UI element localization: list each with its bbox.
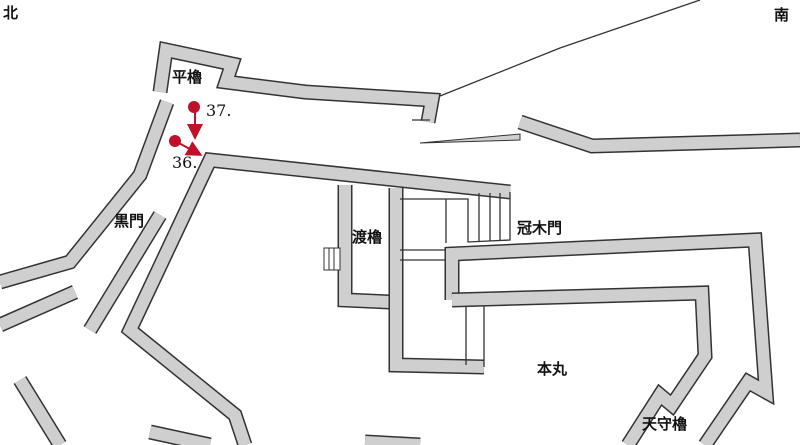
marker-36[interactable] (169, 135, 203, 156)
marker-36-label: 36. (172, 153, 198, 172)
kuro-mon-label: 黒門 (114, 212, 145, 230)
north-label: 北 (3, 4, 19, 22)
wall-hira-yagura (152, 40, 441, 124)
marker-37[interactable] (187, 101, 203, 140)
kabuki-mon-label: 冠木門 (517, 219, 563, 237)
road-edge (439, 0, 701, 97)
watari-yagura-label: 渡櫓 (352, 228, 383, 246)
marker-37-label: 37. (206, 101, 232, 120)
wall-honmaru-inner (444, 232, 775, 445)
watari-yagura-building (323, 185, 511, 375)
tenshu-yagura-label: 天守櫓 (642, 415, 688, 433)
marker-36-dot (169, 135, 181, 147)
hira-yagura-label: 平櫓 (172, 68, 203, 86)
south-label: 南 (774, 6, 790, 24)
honmaru-label: 本丸 (537, 360, 568, 378)
wall-kuro-mon-outer (0, 99, 175, 334)
wall-upper-right (419, 114, 800, 154)
wall-honmaru-outer (13, 151, 511, 445)
marker-37-dot (188, 101, 200, 113)
